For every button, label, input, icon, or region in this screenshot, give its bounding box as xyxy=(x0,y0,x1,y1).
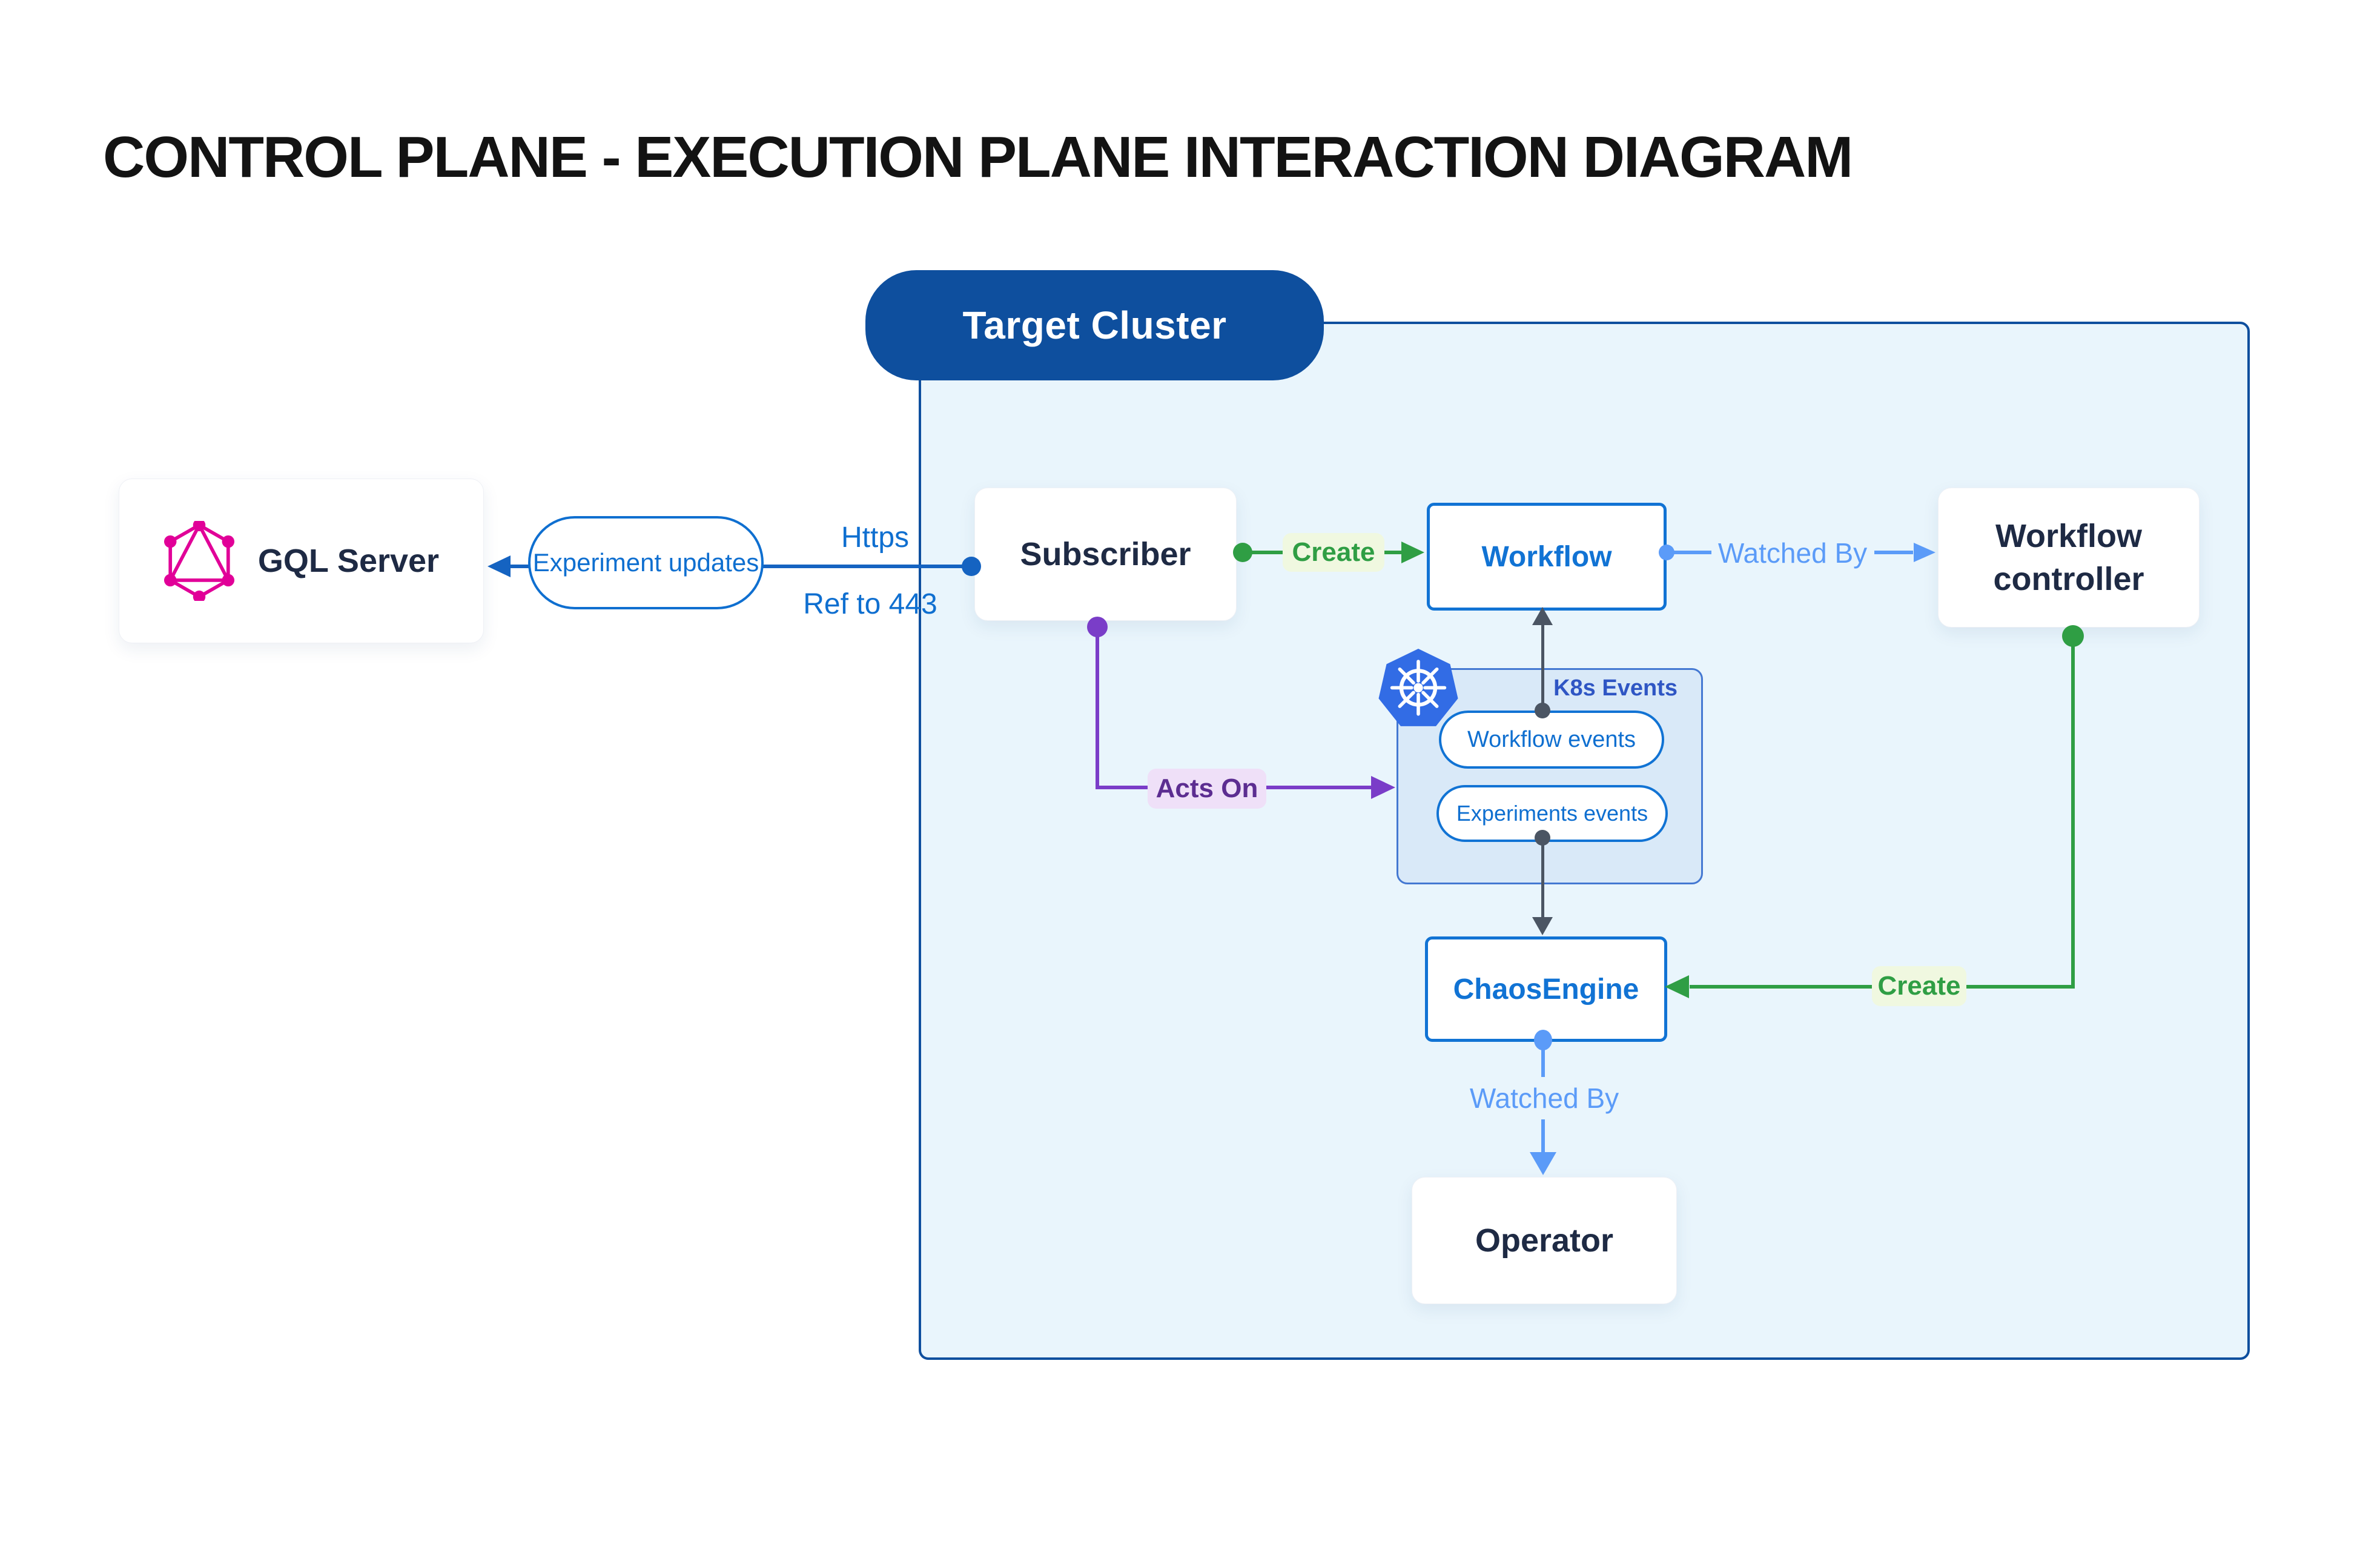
arrowhead-into-chaosengine-right-icon xyxy=(1665,975,1689,998)
experiment-updates-text: Experiment updates xyxy=(532,548,759,577)
workflow-controller-label: Workflow controller xyxy=(1993,518,2144,597)
node-workflow: Workflow xyxy=(1427,503,1667,611)
edge-label-acts-on: Acts On xyxy=(1148,769,1266,809)
edge-workflowevents-dot xyxy=(1535,703,1550,718)
edge-label-create-chaosengine: Create xyxy=(1872,966,1966,1006)
create-chaosengine-text: Create xyxy=(1877,971,1961,1001)
arrowhead-into-workflow-bottom-icon xyxy=(1532,607,1553,625)
kubernetes-icon xyxy=(1376,647,1461,735)
pill-workflow-events: Workflow events xyxy=(1439,711,1664,769)
node-subscriber: Subscriber xyxy=(974,488,1237,621)
arrowhead-into-chaosengine-top-icon xyxy=(1532,917,1553,935)
arrowhead-into-operator-icon xyxy=(1530,1152,1556,1175)
arrowhead-into-workflow-icon xyxy=(1401,542,1424,563)
edge-watchedby-operator-line1 xyxy=(1541,1044,1545,1077)
workflow-label: Workflow xyxy=(1481,540,1612,573)
edge-create-chaos-dot xyxy=(2062,625,2084,647)
create-workflow-text: Create xyxy=(1292,537,1375,567)
edge-actson-vline xyxy=(1096,630,1099,789)
edge-label-ref-443: Ref to 443 xyxy=(803,588,937,620)
k8s-events-title: K8s Events xyxy=(1553,675,1678,701)
edge-label-create-workflow: Create xyxy=(1283,533,1384,572)
subscriber-label: Subscriber xyxy=(1020,535,1191,572)
operator-label: Operator xyxy=(1475,1222,1614,1259)
edge-create-workflow-dot xyxy=(1233,543,1252,562)
workflow-events-text: Workflow events xyxy=(1467,726,1636,752)
chaosengine-label: ChaosEngine xyxy=(1453,973,1639,1006)
edge-label-experiment-updates: Experiment updates xyxy=(528,516,764,609)
node-operator: Operator xyxy=(1412,1177,1677,1304)
edge-experimentsevents-dot xyxy=(1535,830,1550,846)
arrowhead-into-controller-icon xyxy=(1914,543,1935,562)
edge-watchedby-operator-dot xyxy=(1534,1030,1552,1050)
gql-server-label: GQL Server xyxy=(257,542,440,579)
edge-workflowevents-line xyxy=(1541,624,1544,712)
arrowhead-into-gql-icon xyxy=(488,555,511,577)
node-workflow-controller: Workflow controller xyxy=(1938,488,2200,628)
arrowhead-into-k8sbox-icon xyxy=(1371,776,1395,799)
edge-label-watchedby-operator: Watched By xyxy=(1469,1082,1619,1114)
page-title: CONTROL PLANE - EXECUTION PLANE INTERACT… xyxy=(103,125,1853,190)
edge-watchedby-operator-line2 xyxy=(1541,1119,1545,1153)
node-chaosengine: ChaosEngine xyxy=(1425,936,1667,1042)
edge-experimentsevents-line xyxy=(1541,837,1544,918)
edge-gql-origin-dot xyxy=(962,557,981,576)
graphql-icon xyxy=(164,521,235,601)
node-gql-server: GQL Server xyxy=(119,479,484,643)
edge-watchedby-controller-line1 xyxy=(1669,551,1711,554)
target-cluster-label: Target Cluster xyxy=(962,303,1227,347)
target-cluster-pill: Target Cluster xyxy=(865,270,1324,380)
edge-label-https: Https xyxy=(841,522,910,554)
acts-on-text: Acts On xyxy=(1155,774,1258,803)
experiments-events-text: Experiments events xyxy=(1456,801,1648,826)
edge-create-chaos-vline xyxy=(2071,642,2075,989)
pill-experiments-events: Experiments events xyxy=(1436,785,1668,842)
edge-watchedby-controller-line2 xyxy=(1874,551,1913,554)
edge-actson-dot xyxy=(1087,617,1108,637)
edge-label-watchedby-controller: Watched By xyxy=(1717,537,1868,569)
edge-watchedby-controller-dot xyxy=(1659,545,1674,560)
